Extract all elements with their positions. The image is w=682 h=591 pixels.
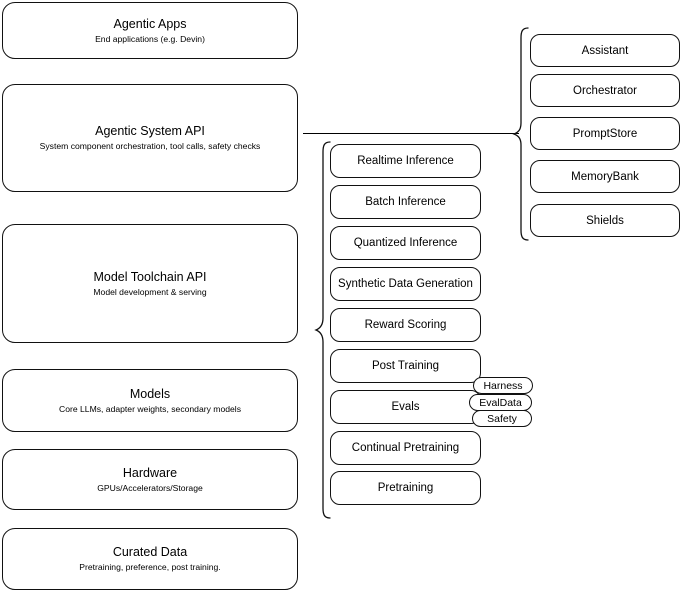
system-component-box-shields[interactable]: Shields <box>530 204 680 237</box>
system-component-label: PromptStore <box>572 127 638 140</box>
eval-badge-safety[interactable]: Safety <box>472 410 532 427</box>
eval-badge-label: EvalData <box>479 396 522 409</box>
toolchain-box-batch-inference[interactable]: Batch Inference <box>330 185 481 219</box>
layer-box-model-toolchain-api[interactable]: Model Toolchain API Model development & … <box>2 224 298 343</box>
system-component-box-orchestrator[interactable]: Orchestrator <box>530 74 680 107</box>
system-component-label: Assistant <box>581 44 629 57</box>
layer-box-hardware[interactable]: Hardware GPUs/Accelerators/Storage <box>2 449 298 510</box>
layer-title: Curated Data <box>112 545 188 559</box>
layer-subtitle: End applications (e.g. Devin) <box>95 33 205 44</box>
toolchain-box-evals[interactable]: Evals <box>330 390 481 424</box>
eval-badge-harness[interactable]: Harness <box>473 377 533 394</box>
layer-box-agentic-system-api[interactable]: Agentic System API System component orch… <box>2 84 298 192</box>
brace-toolchain-components <box>310 140 332 520</box>
toolchain-label: Evals <box>391 401 420 413</box>
layer-title: Agentic Apps <box>113 16 187 31</box>
toolchain-label: Synthetic Data Generation <box>338 278 473 290</box>
toolchain-box-pretraining[interactable]: Pretraining <box>330 471 481 505</box>
connector-line-system-api-to-components <box>303 133 519 135</box>
layer-box-curated-data[interactable]: Curated Data Pretraining, preference, po… <box>2 528 298 590</box>
system-component-box-memorybank[interactable]: MemoryBank <box>530 160 680 193</box>
toolchain-box-quantized-inference[interactable]: Quantized Inference <box>330 226 481 260</box>
layer-title: Hardware <box>122 465 178 480</box>
toolchain-label: Realtime Inference <box>357 155 454 167</box>
toolchain-label: Continual Pretraining <box>351 442 460 454</box>
layer-subtitle: Core LLMs, adapter weights, secondary mo… <box>59 403 241 414</box>
system-component-box-assistant[interactable]: Assistant <box>530 34 680 67</box>
layer-title: Models <box>129 386 171 401</box>
toolchain-label: Reward Scoring <box>364 319 447 331</box>
system-component-label: MemoryBank <box>571 170 639 183</box>
eval-badge-label: Safety <box>487 412 517 425</box>
toolchain-label: Pretraining <box>377 482 434 494</box>
layer-box-agentic-apps[interactable]: Agentic Apps End applications (e.g. Devi… <box>2 2 298 59</box>
layer-subtitle: Pretraining, preference, post training. <box>79 562 221 572</box>
layer-title: Model Toolchain API <box>93 269 207 284</box>
layer-subtitle: Model development & serving <box>93 286 207 297</box>
layer-subtitle: System component orchestration, tool cal… <box>39 141 261 151</box>
toolchain-box-synthetic-data-generation[interactable]: Synthetic Data Generation <box>330 267 481 301</box>
toolchain-box-reward-scoring[interactable]: Reward Scoring <box>330 308 481 342</box>
layer-title: Agentic System API <box>95 124 205 138</box>
eval-badge-evaldata[interactable]: EvalData <box>469 394 532 411</box>
toolchain-box-continual-pretraining[interactable]: Continual Pretraining <box>330 431 481 465</box>
toolchain-box-realtime-inference[interactable]: Realtime Inference <box>330 144 481 178</box>
system-component-label: Orchestrator <box>573 84 637 97</box>
layer-subtitle: GPUs/Accelerators/Storage <box>97 482 203 493</box>
layer-box-models[interactable]: Models Core LLMs, adapter weights, secon… <box>2 369 298 432</box>
brace-system-components <box>512 26 534 242</box>
eval-badge-label: Harness <box>483 379 523 392</box>
toolchain-label: Quantized Inference <box>353 237 458 249</box>
system-component-box-promptstore[interactable]: PromptStore <box>530 117 680 150</box>
system-component-label: Shields <box>586 214 624 227</box>
toolchain-box-post-training[interactable]: Post Training <box>330 349 481 383</box>
toolchain-label: Batch Inference <box>365 196 446 208</box>
toolchain-label: Post Training <box>371 360 440 372</box>
